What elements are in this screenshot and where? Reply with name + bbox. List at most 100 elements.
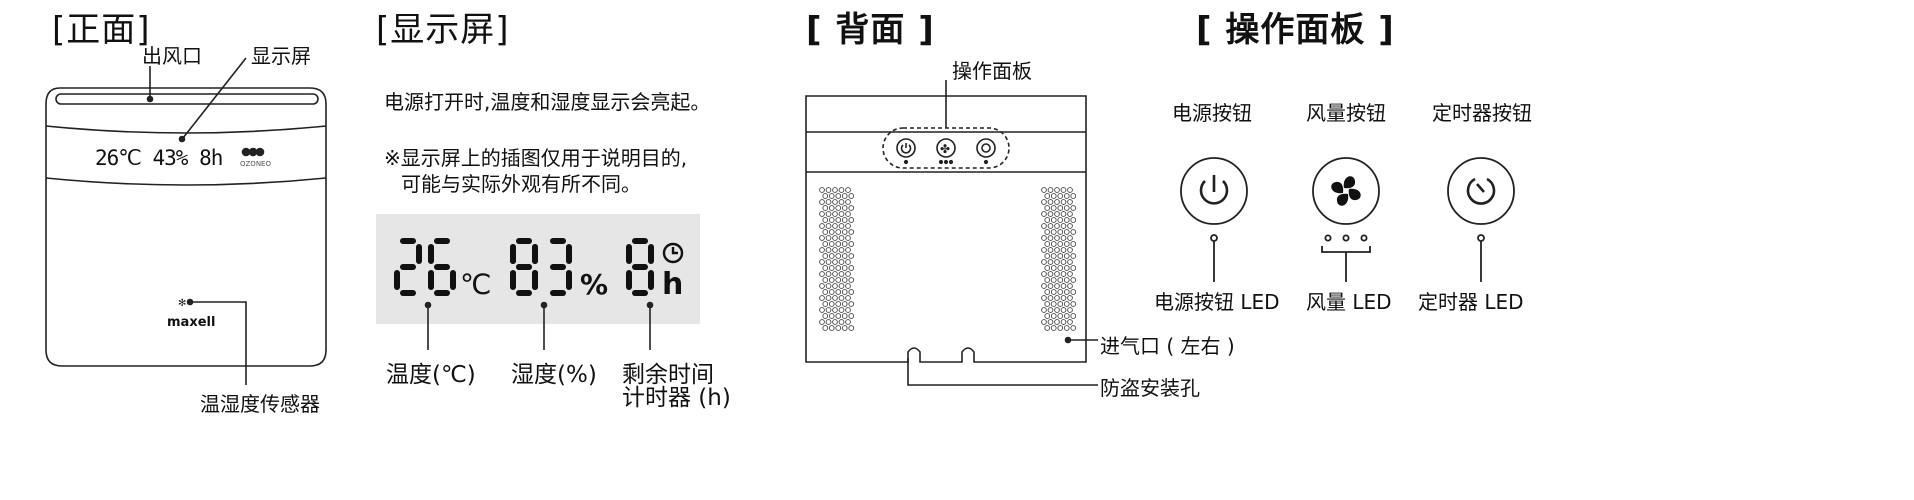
vent-hole	[848, 241, 855, 247]
vent-hole	[835, 253, 842, 259]
vent-hole	[845, 271, 851, 277]
vent-hole	[1063, 241, 1070, 247]
vent-hole	[822, 193, 829, 199]
vent-hole	[1050, 301, 1057, 307]
vent-hole	[1054, 295, 1060, 301]
fan-button-icon[interactable]	[1312, 157, 1380, 225]
back-fan-glyph: ✤	[940, 142, 950, 156]
vent-hole	[1060, 307, 1067, 313]
timer-led-label: 定时器 LED	[1418, 290, 1524, 314]
temp-digit-2-seg-c	[450, 270, 456, 290]
timer-led-dot	[1477, 234, 1485, 242]
vent-hole	[822, 301, 829, 307]
vent-hole	[825, 259, 832, 265]
vent-hole	[845, 307, 851, 313]
front-device-body	[45, 87, 327, 367]
time-leader-dot	[646, 301, 654, 309]
vent-hole	[1050, 229, 1057, 235]
vent-hole	[841, 241, 848, 247]
vent-hole	[845, 283, 851, 289]
temp-digit-2-seg-g	[434, 264, 450, 270]
vent-hole	[828, 313, 835, 319]
vent-hole	[1070, 313, 1077, 319]
vent-hole	[1041, 259, 1047, 265]
display-leader-dot	[178, 135, 186, 143]
vent-hole	[838, 211, 845, 217]
vent-hole	[1060, 199, 1067, 205]
time-digit-1-seg-f	[626, 244, 632, 264]
display-leader-line	[182, 57, 247, 139]
hum-digit-1-seg-g	[516, 264, 532, 270]
vent-hole	[1060, 283, 1067, 289]
vent-hole	[845, 319, 851, 325]
vent-hole	[848, 265, 855, 271]
timer-button-icon[interactable]	[1447, 157, 1515, 225]
vent-hole	[1057, 265, 1064, 271]
vent-hole	[825, 199, 832, 205]
vent-hole	[1041, 247, 1047, 253]
fan-led-dot-1	[1324, 234, 1332, 242]
vent-hole	[1057, 313, 1064, 319]
vent-hole	[848, 217, 855, 223]
vent-hole	[1047, 259, 1054, 265]
vent-hole	[848, 325, 855, 331]
vent-hole	[832, 187, 838, 193]
label-timer-line2: 计时器 (h)	[622, 385, 731, 411]
vent-hole	[848, 253, 855, 259]
vent-hole	[841, 253, 848, 259]
hum-digit-2-seg-b	[566, 244, 572, 264]
vent-hole	[1060, 295, 1067, 301]
vent-hole	[838, 223, 845, 229]
vent-hole	[822, 205, 829, 211]
vent-hole	[822, 253, 829, 259]
vent-hole	[828, 229, 835, 235]
vent-hole	[825, 211, 832, 217]
vent-hole	[845, 199, 851, 205]
temp-leader-dot	[424, 301, 432, 309]
vent-hole	[1054, 223, 1060, 229]
vent-hole	[1041, 235, 1047, 241]
intake-leader-dot	[1064, 336, 1072, 344]
temp-unit: ℃	[460, 268, 491, 301]
vent-hole	[832, 235, 838, 241]
vent-hole	[1047, 187, 1054, 193]
vent-hole	[1060, 259, 1067, 265]
vent-hole	[828, 277, 835, 283]
vent-hole	[1070, 277, 1077, 283]
vent-hole	[1050, 313, 1057, 319]
vent-hole	[845, 295, 851, 301]
vent-hole	[845, 211, 851, 217]
display-screen-label: 显示屏	[251, 44, 311, 68]
vent-hole	[1063, 289, 1070, 295]
vent-hole	[1057, 193, 1064, 199]
back-panel-label: 操作面板	[952, 59, 1032, 83]
vent-hole	[1067, 199, 1073, 205]
vent-hole	[825, 271, 832, 277]
outlet-leader-dot	[146, 95, 154, 103]
vent-hole	[1054, 187, 1060, 193]
vent-hole	[825, 307, 832, 313]
hum-unit: %	[580, 268, 608, 301]
vent-hole	[828, 325, 835, 331]
hum-leader-dot	[540, 301, 548, 309]
vent-hole	[1067, 223, 1073, 229]
vent-hole	[1063, 229, 1070, 235]
vent-hole	[1047, 223, 1054, 229]
power-button-icon[interactable]	[1180, 157, 1248, 225]
vent-hole	[1067, 283, 1073, 289]
vent-hole	[1067, 319, 1073, 325]
vent-hole	[819, 223, 825, 229]
vent-hole	[1044, 301, 1051, 307]
vent-hole	[1047, 247, 1054, 253]
vent-hole	[1054, 283, 1060, 289]
power-led-label: 电源按钮 LED	[1154, 290, 1280, 314]
vent-hole	[822, 325, 829, 331]
vent-hole	[825, 283, 832, 289]
vent-hole	[1063, 313, 1070, 319]
vent-hole	[1070, 301, 1077, 307]
vent-hole	[1070, 217, 1077, 223]
back-timer-button-icon	[976, 138, 996, 158]
hum-ghost-digit-seg-a	[516, 238, 532, 244]
vent-hole	[1041, 283, 1047, 289]
vent-hole	[835, 241, 842, 247]
